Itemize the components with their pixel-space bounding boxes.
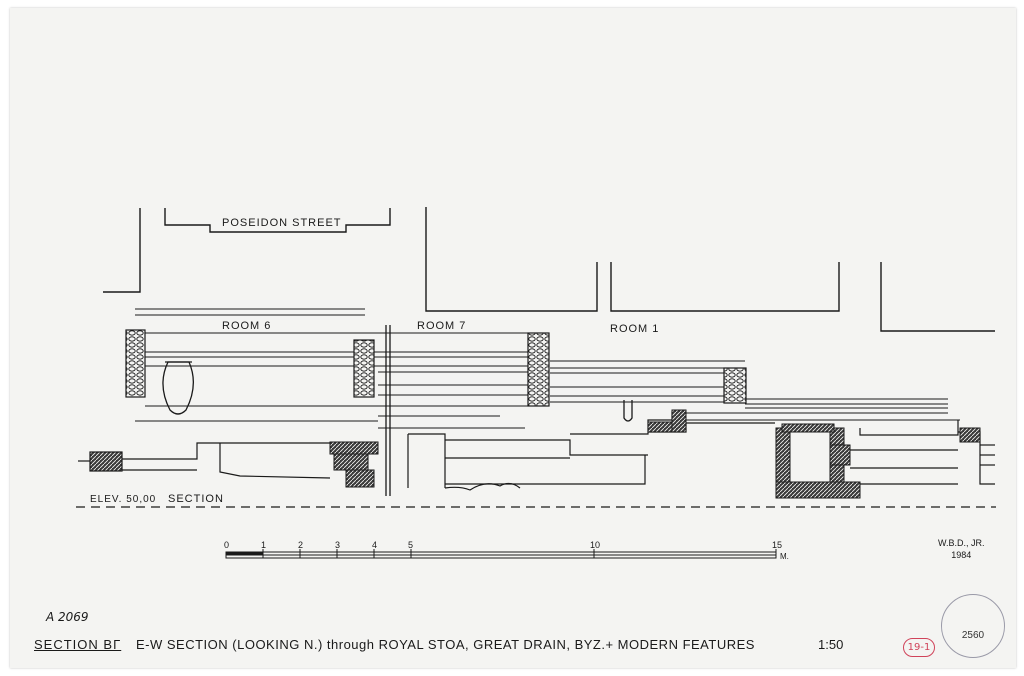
floor-lines <box>135 308 960 496</box>
street-outline <box>103 207 995 332</box>
scale-unit: M. <box>780 552 789 561</box>
wall-rubble <box>125 329 747 407</box>
section-label: SECTION <box>168 493 224 505</box>
hatched-blocks <box>329 409 981 499</box>
drawing-title: E-W SECTION (LOOKING N.) through ROYAL S… <box>136 637 755 652</box>
stamp-number: 2560 <box>961 630 985 641</box>
author-year: 1984 <box>951 550 972 560</box>
drawing-sheet: POSEIDON STREET ROOM 6 ROOM 7 ROOM 1 ELE… <box>10 8 1016 668</box>
author-block: W.B.D., JR. 1984 <box>938 537 985 561</box>
scale-tick: 1 <box>261 540 267 550</box>
red-tag: 19-1 <box>903 638 935 657</box>
street-label: POSEIDON STREET <box>222 217 342 229</box>
elevation-label: ELEV. 50,00 <box>90 494 157 505</box>
scale-tick: 4 <box>372 540 378 550</box>
drawing-scale: 1:50 <box>818 637 844 652</box>
room-1-label: ROOM 1 <box>610 323 660 335</box>
author-initials: W.B.D., JR. <box>938 538 985 548</box>
scale-tick: 15 <box>772 540 783 550</box>
scale-bar <box>225 549 777 559</box>
room-7-label: ROOM 7 <box>417 320 467 332</box>
scale-tick: 2 <box>298 540 304 550</box>
scale-tick: 3 <box>335 540 341 550</box>
scale-tick: 10 <box>590 540 601 550</box>
archive-stamp: 2560 <box>941 594 1005 658</box>
section-code: SECTION BΓ <box>34 637 122 652</box>
scale-tick: 0 <box>224 540 230 550</box>
room-6-label: ROOM 6 <box>222 320 272 332</box>
amphora-drain <box>162 361 633 422</box>
accession-number: A 2069 <box>46 610 89 624</box>
scale-tick: 5 <box>408 540 414 550</box>
section-drawing <box>76 207 996 559</box>
lower-strata <box>78 411 995 491</box>
